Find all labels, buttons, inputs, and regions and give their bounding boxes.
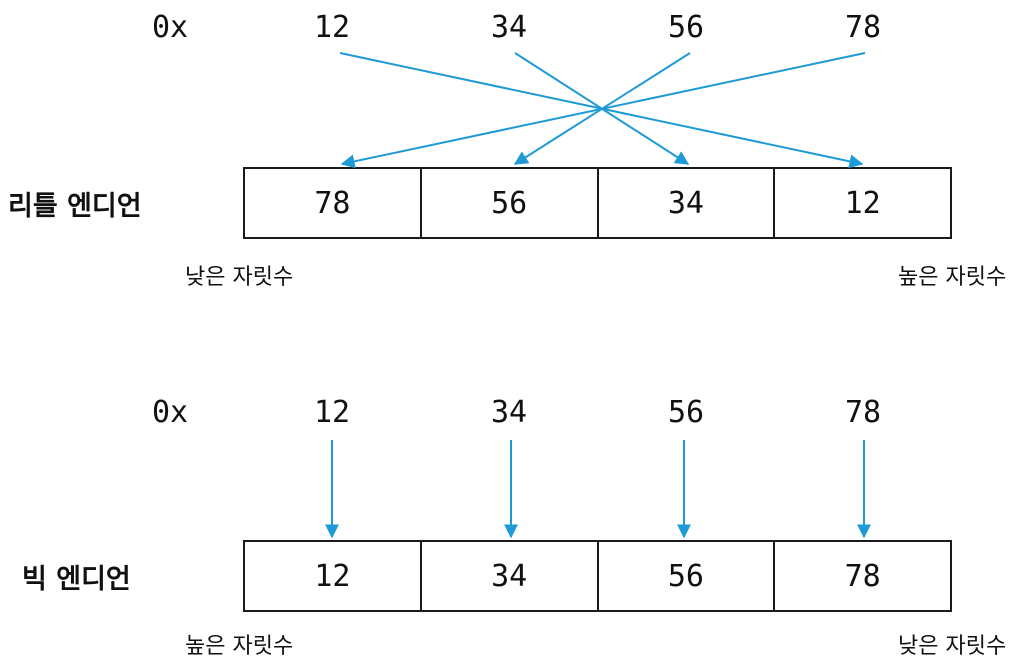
little-source-byte-2: 34 [490,10,528,45]
little-hex-prefix: 0x [152,10,189,45]
big-source-byte-3: 56 [667,395,705,430]
little-right-caption: 높은 자릿수 [898,265,1007,290]
little-source-byte-1: 12 [313,10,351,45]
big-source-byte-2: 34 [490,395,528,430]
little-endian-title: 리틀 엔디언 [8,191,142,222]
little-source-byte-4: 78 [844,10,882,45]
little-memory-row: 78 56 34 12 [243,167,952,239]
big-memory-cell-3: 56 [596,540,776,612]
little-left-caption: 낮은 자릿수 [185,265,294,290]
big-hex-prefix: 0x [152,395,189,430]
little-source-byte-3: 56 [667,10,705,45]
big-left-caption: 높은 자릿수 [185,634,294,659]
big-endian-title: 빅 엔디언 [22,564,131,595]
little-memory-cell-1: 78 [243,167,422,239]
big-memory-cell-4: 78 [773,540,952,612]
little-arrow-78 [340,52,866,169]
big-source-byte-4: 78 [844,395,882,430]
big-memory-row: 12 34 56 78 [243,540,952,612]
big-source-byte-1: 12 [313,395,351,430]
big-right-caption: 낮은 자릿수 [898,634,1007,659]
